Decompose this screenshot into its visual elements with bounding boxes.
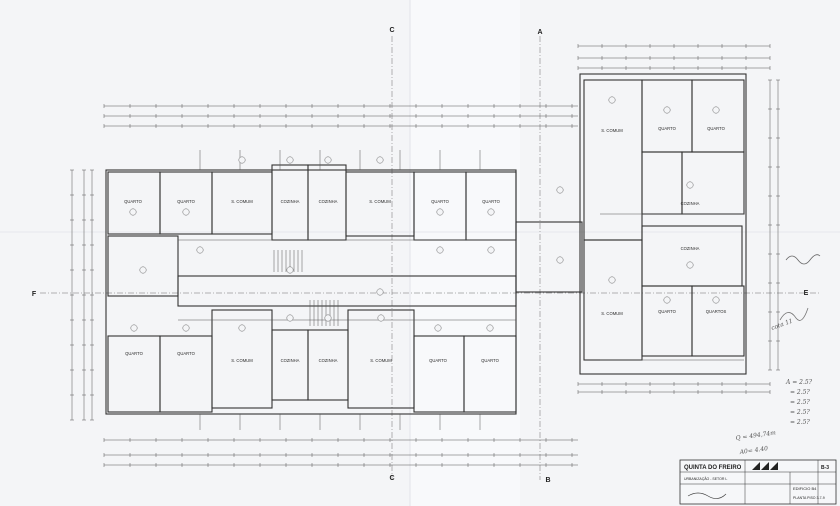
room-label: QUARTO (707, 126, 726, 131)
room-label: COZINHA (281, 358, 300, 363)
axis-marker-c-bottom: C (389, 475, 394, 482)
side-list-line: = 2.5? (790, 409, 810, 416)
room-label: QUARTOS (706, 309, 727, 314)
project-name: QUINTA DO FREIRO (684, 465, 742, 471)
room-label: QUARTO (431, 199, 450, 204)
room-label: COZINHA (319, 358, 338, 363)
room-label: COZINHA (319, 199, 338, 204)
axis-marker-e-right: E (804, 290, 809, 297)
room-label: QUARTO (124, 199, 143, 204)
side-list-line: = 2.5? (790, 389, 810, 396)
room-label: COZINHA (681, 201, 700, 206)
axis-marker-c-top: C (389, 27, 394, 34)
project-subtitle: URBANIZAÇÃO - SETOR L (684, 476, 727, 481)
room-label: QUARTO (658, 309, 677, 314)
room-label: S. COMUM (370, 358, 392, 363)
axis-marker-b-bottom: B (545, 477, 550, 484)
architect-logo-icon (752, 462, 778, 470)
sheet-number: B-3 (821, 465, 829, 471)
room-label: S. COMUM (601, 128, 623, 133)
room-label: S. COMUM (369, 199, 391, 204)
room-label: S. COMUM (231, 199, 253, 204)
room-label: COZINHA (681, 246, 700, 251)
room-label: QUARTO (482, 199, 501, 204)
room-label: QUARTO (658, 126, 677, 131)
room-label: QUARTO (125, 351, 144, 356)
room-label: COZINHA (281, 199, 300, 204)
room-label: QUARTO (177, 199, 196, 204)
room-label: QUARTO (177, 351, 196, 356)
side-list-line: = 2.5? (790, 419, 810, 426)
side-list-line: A = 2.5? (785, 379, 813, 386)
title-block: QUINTA DO FREIRO URBANIZAÇÃO - SETOR L E… (679, 459, 837, 505)
drawing-name: PLANTA PISO 3-7-9 (793, 496, 825, 500)
side-note: A0= 4.40 (738, 445, 768, 456)
axis-marker-f-left: F (32, 291, 37, 298)
room-label: QUARTO (429, 358, 448, 363)
room-label: QUARTO (481, 358, 500, 363)
side-list-line: = 2.5? (790, 399, 810, 406)
room-label: S. COMUM (601, 311, 623, 316)
room-label: S. COMUM (231, 358, 253, 363)
building-name: EDIFICIO B4 (793, 486, 817, 491)
axis-marker-a-top: A (537, 29, 542, 36)
